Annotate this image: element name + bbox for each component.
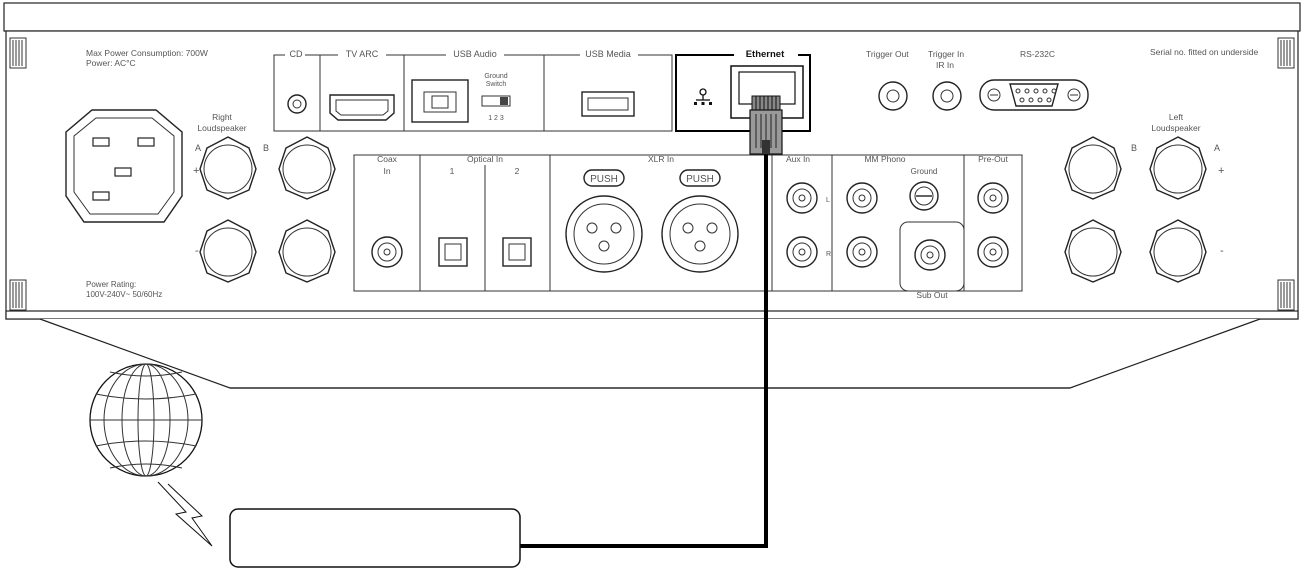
serial-note: Serial no. fitted on underside xyxy=(1150,47,1258,57)
xlr-in-right-connector[interactable]: PUSH xyxy=(661,169,739,273)
right-term-a: A xyxy=(195,143,201,153)
power-rating-value: 100V-240V~ 50/60Hz xyxy=(86,290,162,299)
sub-out-label: Sub Out xyxy=(916,290,948,300)
right-speaker-terminal-a-minus[interactable] xyxy=(199,219,257,283)
left-speaker-terminal-a-minus[interactable] xyxy=(1149,219,1207,283)
pre-out-section: Pre-Out xyxy=(963,154,1023,292)
coax-label: Coax xyxy=(377,154,398,164)
mm-phono-right-jack[interactable] xyxy=(846,236,878,268)
xlr-in-left-connector[interactable]: PUSH xyxy=(565,169,643,273)
push-label-2: PUSH xyxy=(686,174,714,185)
optical-in-2-port[interactable] xyxy=(502,237,532,267)
usb-media-label: USB Media xyxy=(585,49,631,59)
left-speaker-label-1: Left xyxy=(1169,112,1184,122)
left-speaker-terminal-b-plus[interactable] xyxy=(1064,136,1122,200)
right-term-b: B xyxy=(263,143,269,153)
left-vent-grille xyxy=(9,37,27,311)
optical-1-label: 1 xyxy=(450,166,455,176)
ground-terminal[interactable] xyxy=(909,181,939,211)
right-term-minus: - xyxy=(195,245,199,257)
usb-b-port[interactable] xyxy=(411,79,469,123)
tv-arc-label: TV ARC xyxy=(346,49,379,59)
right-speaker-terminal-a-plus[interactable] xyxy=(199,136,257,200)
iec-power-inlet[interactable] xyxy=(65,109,183,223)
ethernet-cable xyxy=(520,140,768,548)
usb-media-section: USB Media xyxy=(543,49,673,132)
rs232-port[interactable] xyxy=(979,79,1089,111)
router-box xyxy=(229,508,521,568)
usb-audio-label: USB Audio xyxy=(453,49,497,59)
pre-out-left-jack[interactable] xyxy=(977,182,1009,214)
trigger-out-jack[interactable] xyxy=(878,81,908,111)
trigger-in-label: Trigger In xyxy=(928,49,964,59)
network-icon xyxy=(694,88,712,105)
right-vent-grille xyxy=(1277,37,1295,311)
right-speaker-terminal-b-minus[interactable] xyxy=(278,219,336,283)
usb-a-port[interactable] xyxy=(581,91,635,117)
pre-out-right-jack[interactable] xyxy=(977,236,1009,268)
sub-out-jack[interactable] xyxy=(914,239,946,271)
power-consumption-text: Max Power Consumption: 700W xyxy=(86,48,208,58)
optical-section: Optical In 1 2 xyxy=(419,154,551,292)
power-type-text: Power: AC°C xyxy=(86,58,136,68)
ir-in-label: IR In xyxy=(936,60,954,70)
optical-in-label: Optical In xyxy=(467,154,503,164)
left-term-a: A xyxy=(1214,143,1220,153)
cd-label: CD xyxy=(290,49,303,59)
pre-out-label: Pre-Out xyxy=(978,154,1008,164)
ground-switch-label-2: Switch xyxy=(486,81,507,88)
push-label-1: PUSH xyxy=(590,174,618,185)
ground-switch-label-1: Ground xyxy=(484,73,507,80)
aux-in-label: Aux In xyxy=(786,154,810,164)
coax-in-label: In xyxy=(383,166,390,176)
left-speaker-terminal-b-minus[interactable] xyxy=(1064,219,1122,283)
optical-2-label: 2 xyxy=(515,166,520,176)
mm-phono-label: MM Phono xyxy=(864,154,905,164)
right-speaker-label-1: Right xyxy=(212,112,232,122)
ground-switch-slider[interactable] xyxy=(481,95,511,107)
mm-phono-left-jack[interactable] xyxy=(846,182,878,214)
right-speaker-label-2: Loudspeaker xyxy=(197,123,246,133)
left-term-minus: - xyxy=(1220,245,1224,257)
device-rear-panel xyxy=(3,2,1301,389)
coax-in-jack[interactable] xyxy=(371,236,403,268)
lightning-bolt-icon xyxy=(157,481,213,547)
aux-l-label: L xyxy=(826,197,830,204)
cd-port[interactable] xyxy=(287,94,307,114)
power-rating-label: Power Rating: xyxy=(86,280,136,289)
rs232-label: RS-232C xyxy=(1020,49,1055,59)
left-speaker-label-2: Loudspeaker xyxy=(1151,123,1200,133)
right-speaker-terminal-b-plus[interactable] xyxy=(278,136,336,200)
hdmi-arc-port[interactable] xyxy=(329,94,395,121)
ethernet-label: Ethernet xyxy=(746,49,785,60)
ground-label: Ground xyxy=(911,167,938,176)
trigger-in-jack[interactable] xyxy=(932,81,962,111)
left-term-b: B xyxy=(1131,143,1137,153)
left-speaker-terminal-a-plus[interactable] xyxy=(1149,136,1207,200)
aux-in-right-jack[interactable] xyxy=(786,236,818,268)
aux-in-left-jack[interactable] xyxy=(786,182,818,214)
left-term-plus: + xyxy=(1218,165,1224,177)
switch-positions-label: 1 2 3 xyxy=(488,115,504,122)
ethernet-section: Ethernet xyxy=(675,49,811,132)
xlr-in-label: XLR In xyxy=(648,154,674,164)
globe-icon xyxy=(89,363,203,477)
aux-r-label: R xyxy=(826,251,831,258)
rj45-plug xyxy=(749,95,783,155)
optical-in-1-port[interactable] xyxy=(438,237,468,267)
right-term-plus: + xyxy=(193,165,199,177)
trigger-out-label: Trigger Out xyxy=(866,49,909,59)
